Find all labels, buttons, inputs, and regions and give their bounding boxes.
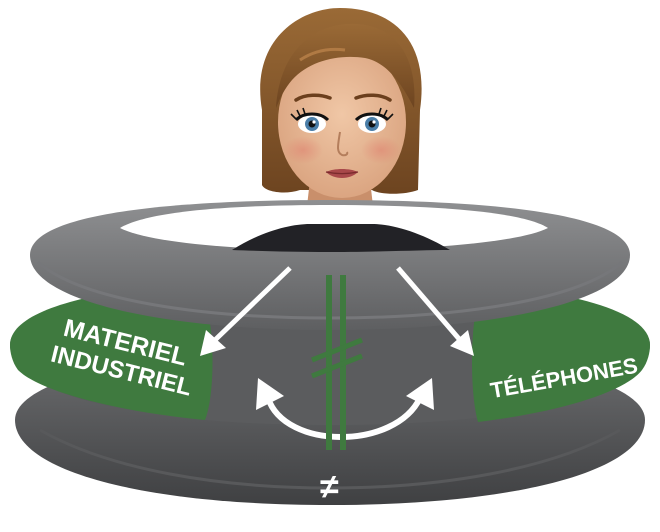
label-not-equal: ≠ bbox=[320, 468, 339, 506]
cheek-left bbox=[283, 136, 323, 164]
green-band-right bbox=[472, 290, 650, 422]
arrow-down-right-icon bbox=[396, 266, 474, 356]
green-band-left bbox=[10, 290, 213, 420]
cheek-right bbox=[361, 136, 401, 164]
not-equal-stripes-icon bbox=[311, 275, 363, 450]
nose bbox=[337, 131, 349, 157]
eyebrow-left bbox=[294, 93, 332, 102]
arrow-down-left-icon bbox=[200, 266, 292, 356]
eye-right bbox=[354, 107, 394, 133]
hair-fringe bbox=[276, 23, 415, 108]
eye-left bbox=[290, 107, 330, 133]
ring-stack bbox=[10, 200, 650, 505]
eyebrow-right bbox=[354, 93, 392, 102]
